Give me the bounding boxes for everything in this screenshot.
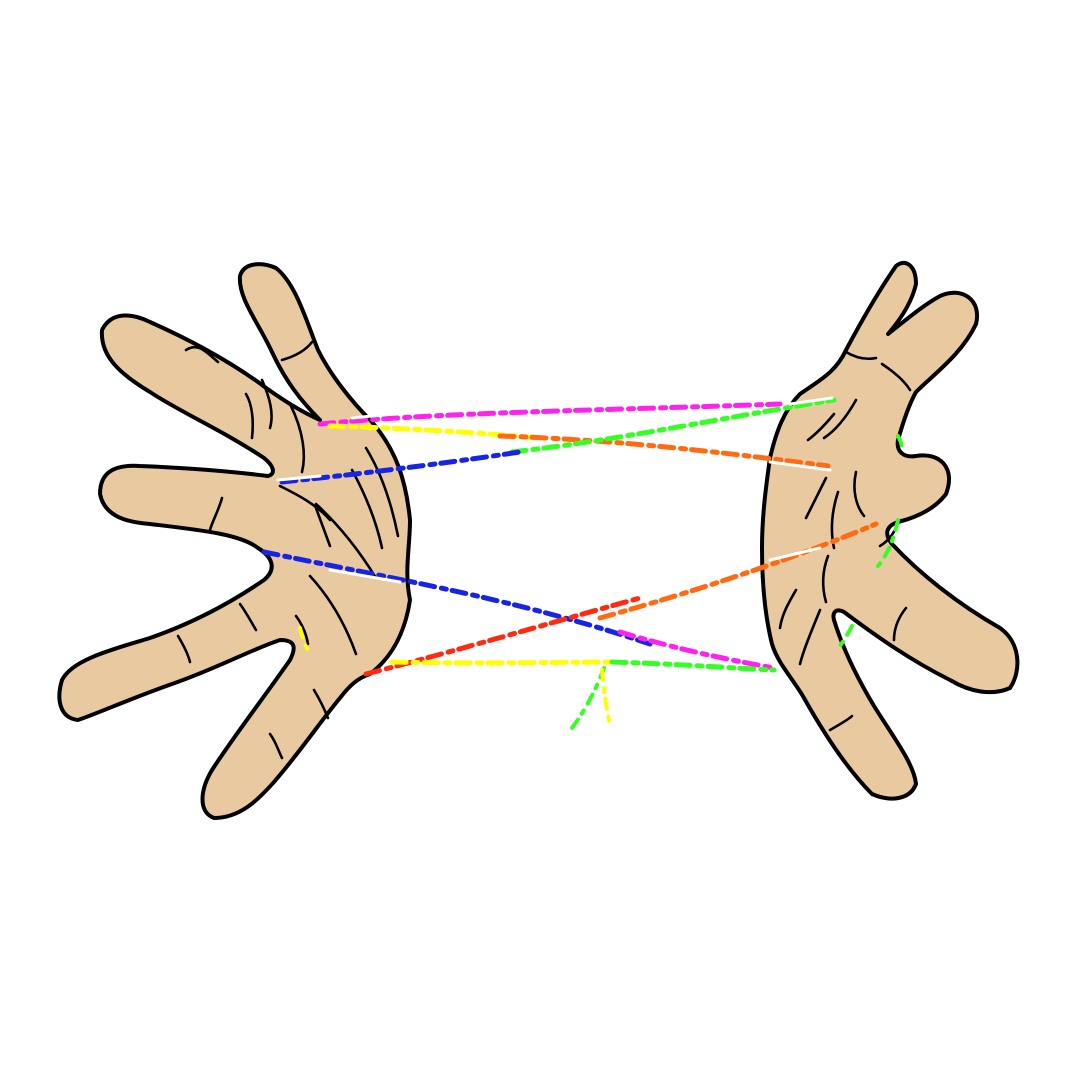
left-crease-1 xyxy=(184,345,220,364)
left-crease-17 xyxy=(314,506,332,548)
string-blue-lower xyxy=(261,549,653,647)
string-white-1 xyxy=(350,412,394,420)
left-crease-13 xyxy=(176,634,192,664)
left-crease-4 xyxy=(288,402,306,474)
left-crease-2 xyxy=(244,392,255,440)
left-crease-7 xyxy=(278,484,332,522)
left-crease-9 xyxy=(350,468,384,550)
right-crease-2 xyxy=(880,362,912,392)
string-blue-upper xyxy=(279,449,523,485)
right-crease-4 xyxy=(822,398,858,440)
string-loops xyxy=(261,396,904,730)
left-crease-3 xyxy=(260,378,273,430)
string-white-4 xyxy=(328,568,402,584)
right-crease-8 xyxy=(778,588,798,630)
string-green-upper xyxy=(509,397,837,455)
string-green-dangle-1 xyxy=(570,666,606,730)
string-orange-upper xyxy=(497,433,831,469)
left-crease-11 xyxy=(308,574,358,656)
right-crease-6 xyxy=(853,470,866,518)
string-green-right-top xyxy=(896,434,904,450)
right-crease-10 xyxy=(892,606,908,642)
string-magenta-top xyxy=(317,401,783,427)
string-green-right-loop xyxy=(876,518,900,568)
left-crease-5 xyxy=(280,340,314,362)
right-crease-1 xyxy=(844,350,878,361)
right-hand xyxy=(760,260,1020,801)
right-crease-11 xyxy=(828,714,854,732)
left-crease-16 xyxy=(294,614,310,646)
left-hand-shape xyxy=(57,262,412,820)
left-crease-12 xyxy=(238,602,258,632)
left-hand xyxy=(57,262,412,820)
string-white-3 xyxy=(788,396,834,406)
string-magenta-lower xyxy=(617,629,777,671)
right-crease-5 xyxy=(804,476,828,520)
left-crease-14 xyxy=(312,688,330,720)
left-crease-6 xyxy=(208,496,224,532)
right-crease-9 xyxy=(798,608,822,666)
string-green-right-loop-2 xyxy=(838,624,854,648)
string-white-6 xyxy=(276,474,322,482)
left-crease-8 xyxy=(314,502,378,580)
string-white-2 xyxy=(768,460,832,472)
left-crease-10 xyxy=(364,446,400,538)
string-green-bottom xyxy=(609,659,777,673)
string-white-5 xyxy=(768,546,822,562)
string-yellow-bottom xyxy=(389,659,615,666)
string-yellow-dangle xyxy=(600,668,612,726)
left-crease-15 xyxy=(268,732,284,760)
right-crease-12 xyxy=(821,554,830,604)
right-crease-3 xyxy=(806,412,836,442)
string-orange-lower xyxy=(597,521,879,621)
right-hand-shape xyxy=(760,260,1020,801)
string-yellow-left-loop xyxy=(298,626,310,652)
